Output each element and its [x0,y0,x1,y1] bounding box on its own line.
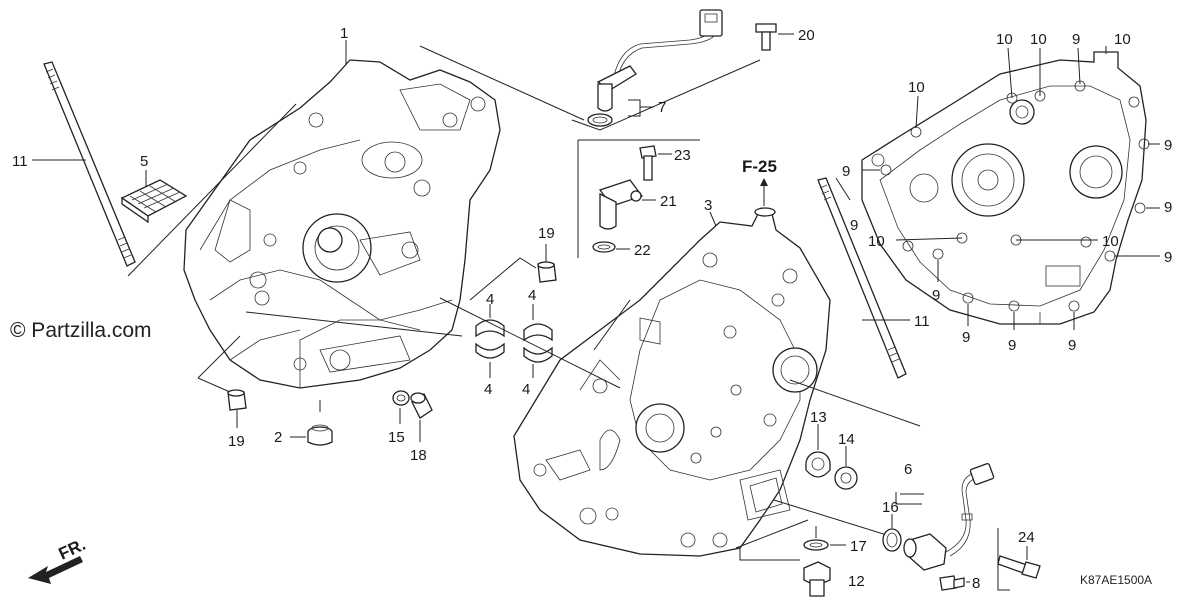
callout-5: 5 [140,153,148,170]
callout-9f: 9 [1164,249,1172,266]
partzilla-watermark: © Partzilla.com [10,319,152,342]
crank-bearing-lower-left [475,342,505,359]
right-crankcase-half [513,207,831,557]
callout-9b: 9 [842,163,850,180]
bolt-12 [803,561,831,597]
flange-bolt-24 [997,555,1041,579]
callout-11b: 11 [914,313,930,330]
o-ring-22 [592,241,616,253]
callout-11a: 11 [12,153,28,170]
callout-4a: 4 [486,291,494,308]
callout-10f: 10 [1102,233,1119,250]
callout-21: 21 [660,193,677,210]
bearing-13 [805,451,831,478]
crankcase-gasket-outline [861,51,1150,325]
front-arrow-icon [28,556,83,584]
left-crankcase-half [183,59,501,389]
o-ring-7 [587,113,613,127]
callout-24: 24 [1018,529,1035,546]
bolt-20 [755,23,777,51]
dowel-pin-right [537,261,557,283]
callout-4b: 4 [528,287,536,304]
oil-seal-14 [834,466,858,490]
callout-22: 22 [634,242,651,259]
callout-10c: 10 [1114,31,1131,48]
bolt-23 [639,145,657,181]
callout-13: 13 [810,409,827,426]
callout-10a: 10 [996,31,1013,48]
callout-9h: 9 [962,329,970,346]
callout-14: 14 [838,431,855,448]
callout-9a: 9 [1072,31,1080,48]
callout-8: 8 [972,575,980,592]
up-arrow-icon [760,178,768,206]
drain-bolt [307,424,333,446]
crank-bearing-upper-right [523,323,553,342]
callout-9i: 9 [1008,337,1016,354]
washer-17 [803,539,829,551]
callout-9d: 9 [1164,199,1172,216]
callout-9g: 9 [932,287,940,304]
callout-15: 15 [388,429,405,446]
bolt-8 [939,575,965,591]
callout-19b: 19 [228,433,245,450]
callout-10d: 10 [908,79,925,96]
o-ring-16 [882,528,902,552]
callout-7: 7 [658,99,666,116]
callout-2: 2 [274,429,282,446]
callout-4d: 4 [522,381,530,398]
neutral-switch-harness [903,462,995,571]
sensor-21 [598,179,644,230]
front-label: FR. [56,535,89,564]
page-reference: F-25 [742,157,777,176]
callout-20: 20 [798,27,815,44]
callout-9e: 9 [850,217,858,234]
callout-12: 12 [848,573,865,590]
stud-bolt-right [817,177,907,379]
oil-filter-screen [120,179,188,224]
callout-3: 3 [704,197,712,214]
callout-16: 16 [882,499,899,516]
diagram-code: K87AE1500A [1080,573,1152,587]
callout-9c: 9 [1164,137,1172,154]
cover-leader-lines [862,46,1160,330]
sealing-washer-15 [392,390,410,406]
dowel-collar-18 [410,392,433,419]
callout-9j: 9 [1068,337,1076,354]
crank-bearing-lower-right [523,346,553,363]
speed-sensor-harness [596,9,723,112]
callout-18: 18 [410,447,427,464]
stud-bolt-left [43,61,136,267]
callout-1: 1 [340,25,348,42]
callout-17: 17 [850,538,867,555]
callout-10e: 10 [868,233,885,250]
callout-23: 23 [674,147,691,164]
callout-6: 6 [904,461,912,478]
callout-10b: 10 [1030,31,1047,48]
callout-19a: 19 [538,225,555,242]
dowel-pin-left [227,389,247,411]
callout-4c: 4 [484,381,492,398]
